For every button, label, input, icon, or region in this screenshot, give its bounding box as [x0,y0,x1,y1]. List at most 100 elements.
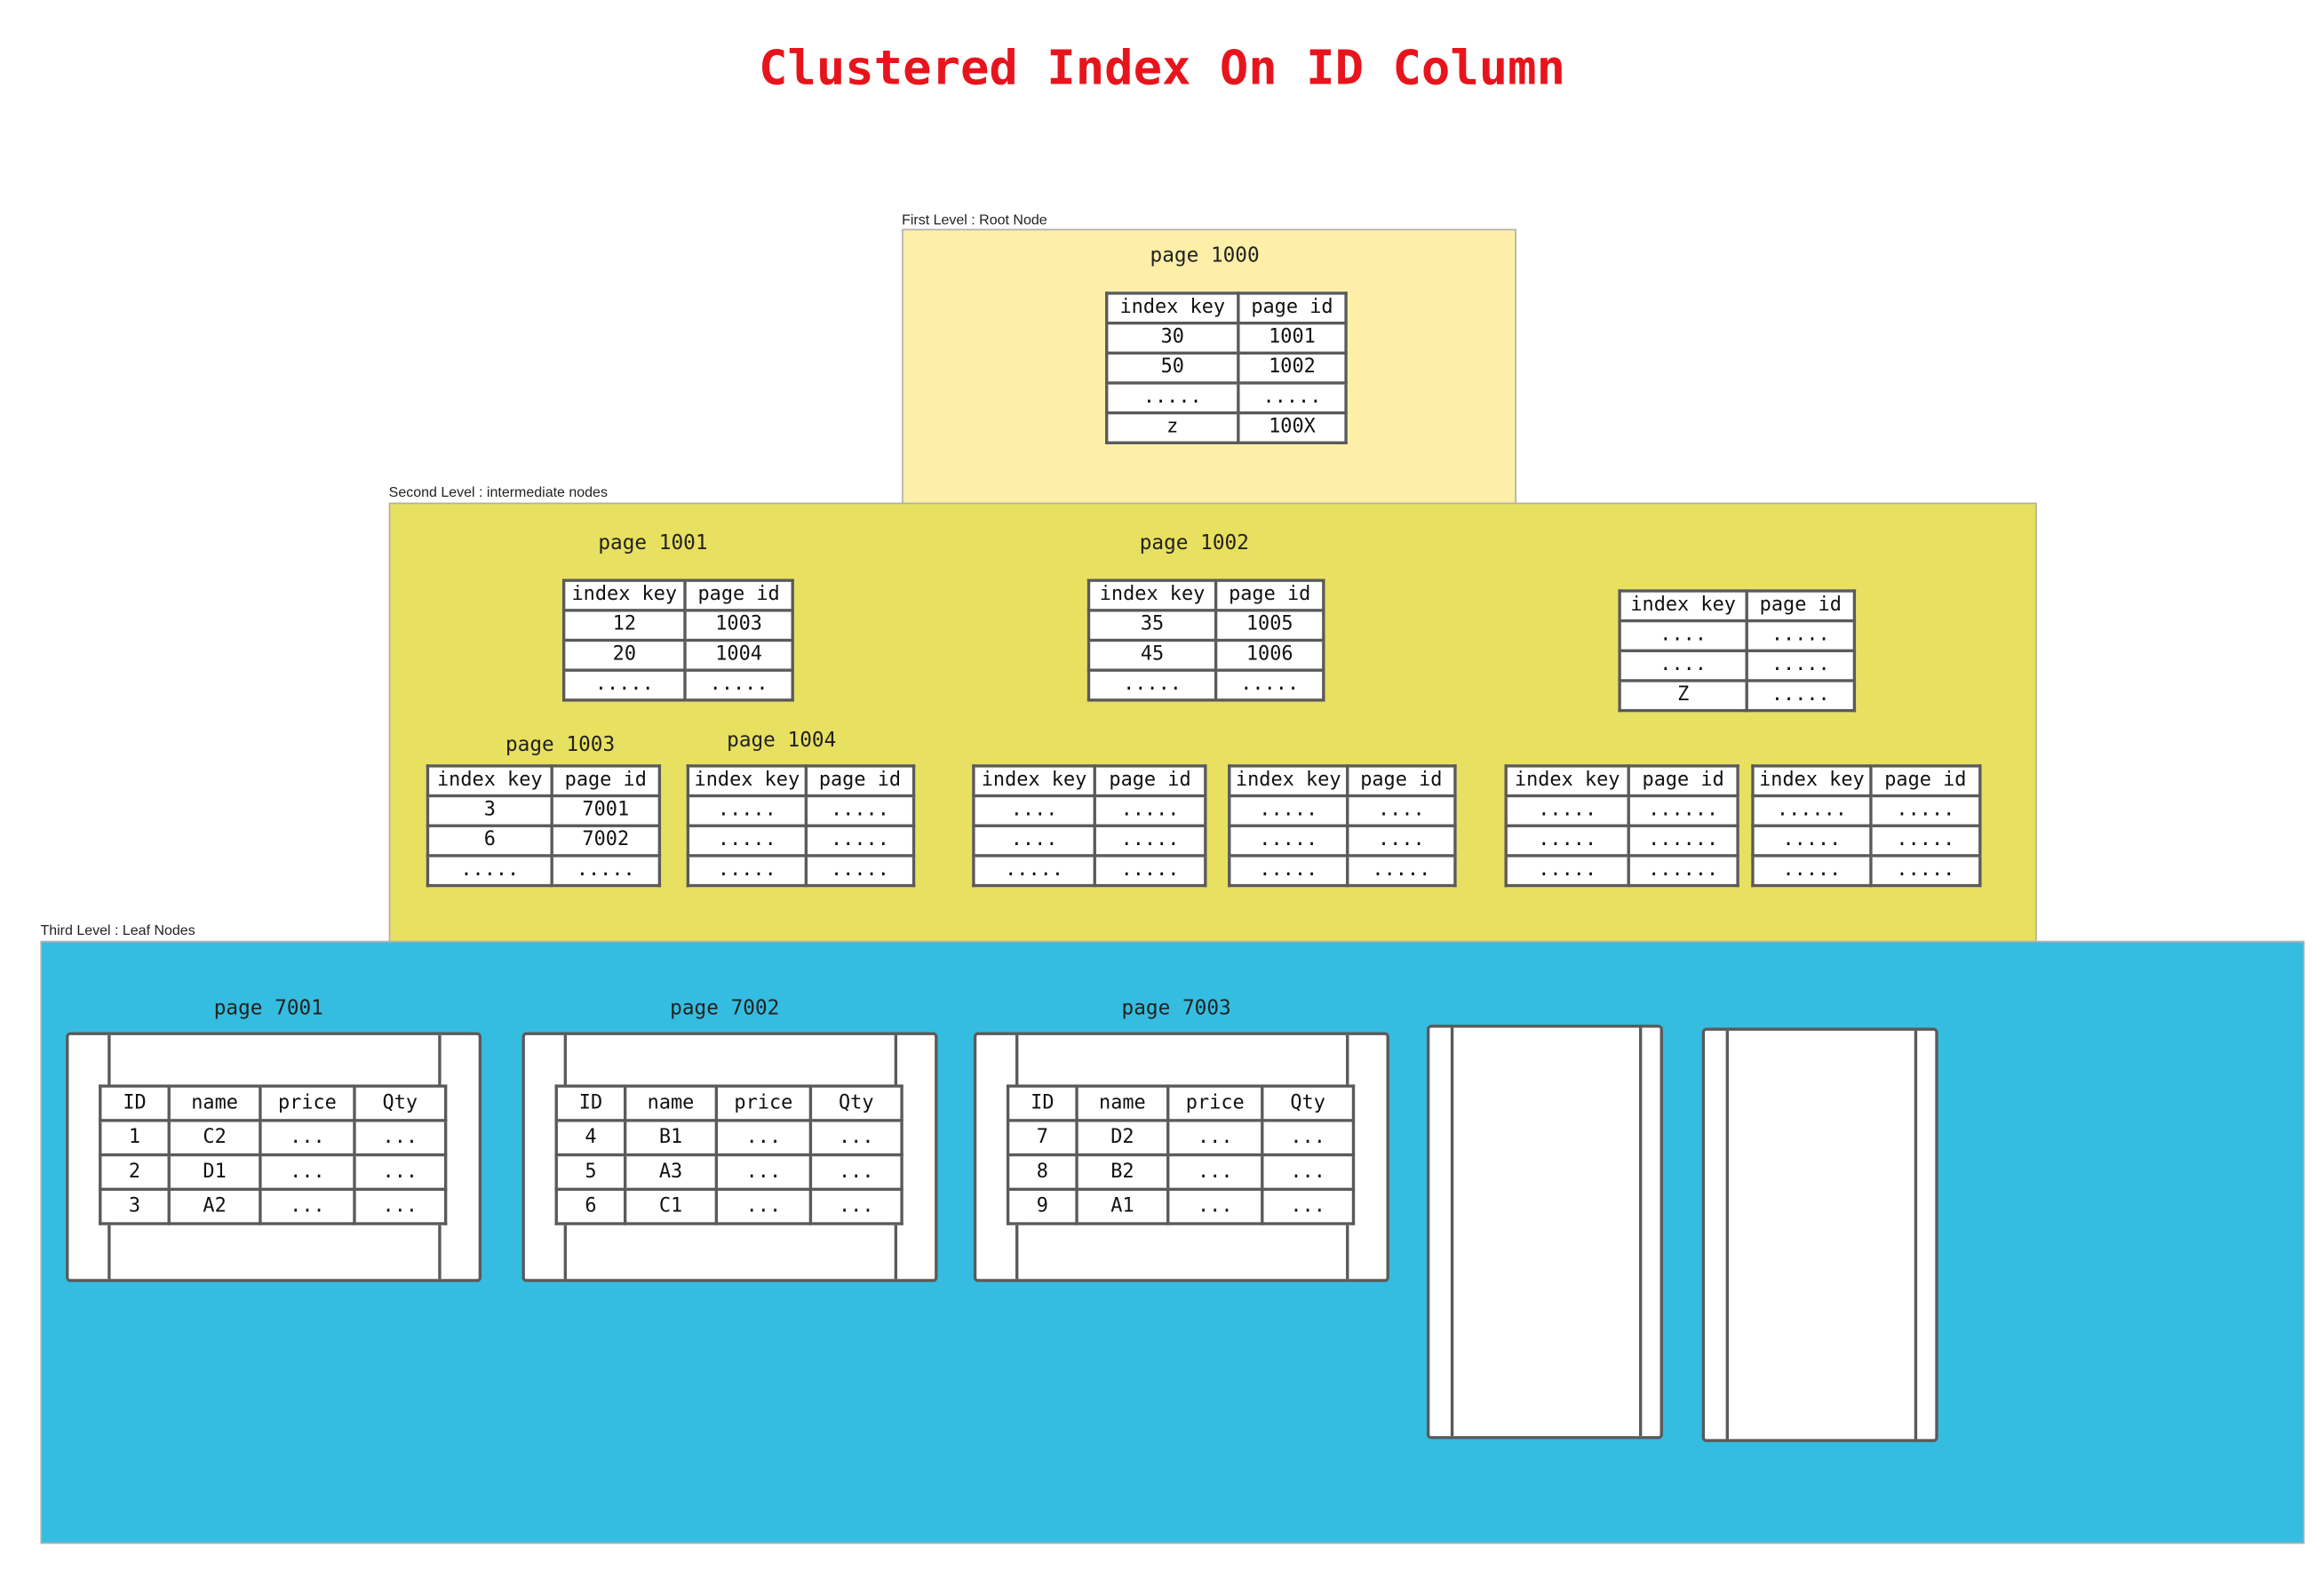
index-key-cell: .... [972,824,1096,858]
index-key-cell: ..... [1228,854,1349,888]
index-key-cell: ..... [1228,824,1349,858]
page-id-cell: ..... [1869,854,1982,888]
name-cell: B1 [623,1119,719,1157]
qty-cell: ... [808,1187,903,1225]
name-cell: A3 [623,1153,719,1191]
index-key-cell: .... [972,794,1096,827]
index-row: ........... [1751,794,1982,827]
page-id-header: page id [1214,579,1325,612]
diagram-title: Clustered Index On ID Column [758,38,1566,96]
price-cell: ... [714,1187,813,1225]
page-id-cell: 1001 [1237,321,1348,355]
qty-cell: ... [1261,1187,1356,1225]
page-id-header: page id [1745,589,1857,623]
index-key-cell: ..... [1504,794,1630,827]
index-key-cell: z [1105,411,1240,444]
index-row: ......... [1228,794,1457,827]
index-key-header: index key [561,579,687,612]
index-key-cell: ..... [1105,381,1240,415]
index-row: .......... [1105,381,1348,415]
page-id-header: page id [804,764,916,798]
qty-cell: ... [808,1153,903,1191]
index-key-cell: 12 [561,609,687,642]
page-id-cell: .... [1346,794,1457,827]
id-cell: 1 [99,1119,171,1157]
page-id-cell: 7001 [550,794,662,827]
id-cell: 3 [99,1187,171,1225]
leaf-page-label: page 7003 [1121,996,1231,1021]
index-key-header: index key [1086,579,1218,612]
index-key-cell: ..... [972,854,1096,888]
root-page-label: page 1000 [1150,243,1260,268]
index-key-cell: ..... [1228,794,1349,827]
qty-header: Qty [808,1084,903,1122]
index-row: .......... [426,854,662,888]
qty-cell: ... [353,1187,448,1225]
page-id-cell: 7002 [550,824,662,858]
index-key-header: index key [1105,291,1240,325]
page-id-cell: 100X [1237,411,1348,444]
price-header: price [1166,1084,1264,1122]
page-rail [1914,1030,1918,1440]
intermediate-page-label: page 1002 [1139,531,1249,555]
price-cell: ... [259,1153,356,1191]
page-id-cell: ..... [550,854,662,888]
page-id-header: page id [683,579,794,612]
id-cell: 7 [1006,1119,1078,1157]
price-cell: ... [1166,1119,1264,1157]
page-id-cell: 1005 [1214,609,1325,642]
name-cell: A1 [1075,1187,1170,1225]
id-header: ID [1006,1084,1078,1122]
qty-cell: ... [808,1119,903,1157]
index-key-cell: ..... [1504,854,1630,888]
index-key-cell: ..... [561,668,687,702]
page-id-header: page id [1346,764,1457,798]
index-key-cell: .... [1618,618,1748,652]
id-header: ID [99,1084,171,1122]
price-cell: ... [1166,1187,1264,1225]
page-id-cell: ...... [1627,854,1739,888]
index-row: .......... [1751,854,1982,888]
index-key-cell: ..... [1504,824,1630,858]
page-id-cell: ..... [683,668,794,702]
name-header: name [167,1084,262,1122]
page-id-cell: ..... [1237,381,1348,415]
index-row: .......... [561,668,794,702]
index-key-cell: Z [1618,679,1748,713]
price-cell: ... [1166,1153,1264,1191]
sub-page-label: page 1003 [505,732,616,757]
page-id-cell: ..... [804,824,916,858]
index-key-cell: ..... [1751,824,1873,858]
index-row: Z..... [1618,679,1857,713]
id-cell: 2 [99,1153,171,1191]
name-cell: D1 [167,1153,262,1191]
price-cell: ... [259,1187,356,1225]
page-id-cell: .... [1346,824,1457,858]
index-key-cell: 50 [1105,351,1240,385]
price-cell: ... [714,1119,813,1157]
price-header: price [259,1084,356,1122]
page-id-cell: ..... [1745,649,1857,682]
page-id-header: page id [1093,764,1207,798]
leaf-level-label: Third Level : Leaf Nodes [40,922,195,940]
